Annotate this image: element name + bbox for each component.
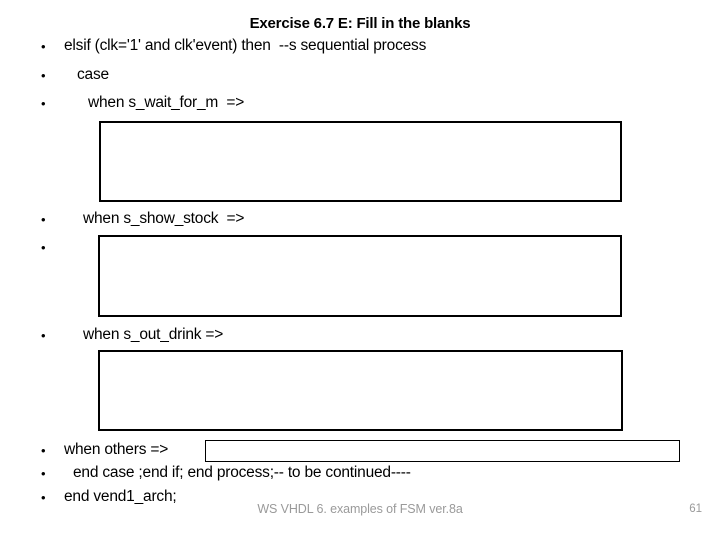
bullet-icon: • — [41, 68, 46, 83]
code-line-when-wait-for-m: when s_wait_for_m => — [88, 94, 245, 111]
blank-box-out-drink[interactable] — [98, 350, 623, 431]
code-line-elsif: elsif (clk='1' and clk'event) then --s s… — [64, 37, 427, 54]
slide-title: Exercise 6.7 E: Fill in the blanks — [249, 15, 471, 32]
bullet-icon: • — [41, 466, 46, 481]
code-line-when-others: when others => — [64, 441, 169, 458]
code-line-case: case — [77, 66, 109, 83]
bullet-icon: • — [41, 96, 46, 111]
blank-box-others[interactable] — [205, 440, 680, 462]
code-line-when-show-stock: when s_show_stock => — [83, 210, 245, 227]
blank-box-show-stock[interactable] — [98, 235, 622, 317]
bullet-icon: • — [41, 328, 46, 343]
code-line-end-arch: end vend1_arch; — [64, 488, 177, 505]
bullet-icon: • — [41, 490, 46, 505]
bullet-icon: • — [41, 212, 46, 227]
bullet-icon: • — [41, 240, 46, 255]
code-line-end-case: end case ;end if; end process;-- to be c… — [73, 464, 411, 481]
code-line-when-out-drink: when s_out_drink => — [83, 326, 224, 343]
blank-box-wait-for-m[interactable] — [99, 121, 622, 202]
footer-text: WS VHDL 6. examples of FSM ver.8a — [257, 502, 463, 516]
bullet-icon: • — [41, 443, 46, 458]
bullet-icon: • — [41, 39, 46, 54]
page-number: 61 — [689, 503, 702, 515]
